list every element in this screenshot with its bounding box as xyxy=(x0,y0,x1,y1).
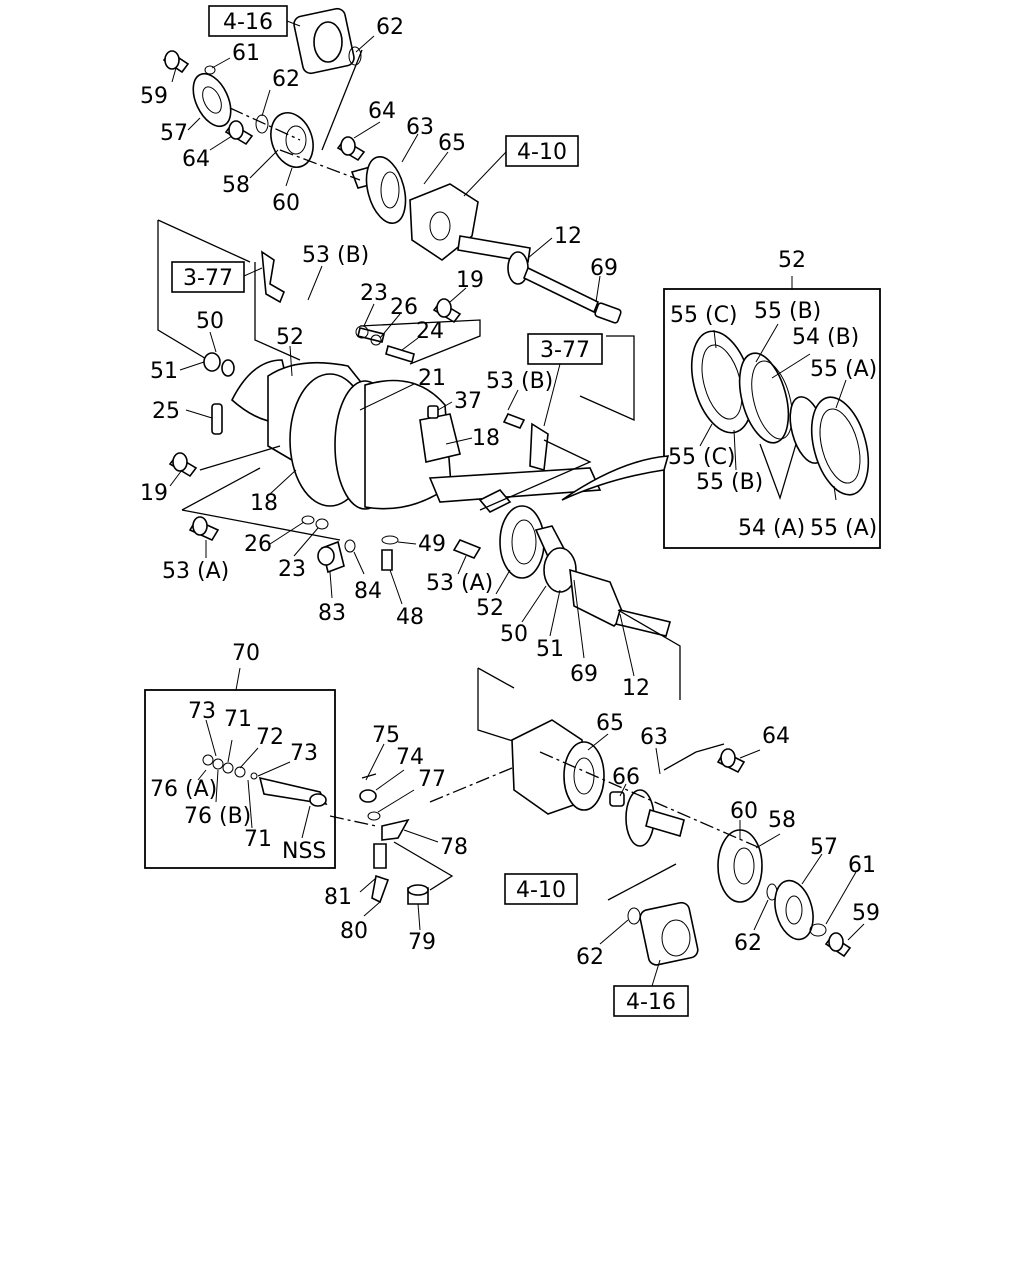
callout-label: 12 xyxy=(622,676,650,701)
callout-label: 59 xyxy=(852,901,880,926)
callout-label: 51 xyxy=(150,359,178,384)
callout-label: 50 xyxy=(500,622,528,647)
callout-label: 60 xyxy=(730,799,758,824)
callout-label: 81 xyxy=(324,885,352,910)
callout-label: 18 xyxy=(472,426,500,451)
callout-label: 51 xyxy=(536,637,564,662)
callout-label: 55 (B) xyxy=(696,470,763,495)
callout-label: 73 xyxy=(290,741,318,766)
reference-labels: 4-16 4-10 3-77 3-77 4-10 4-16 xyxy=(183,10,676,1015)
callout-label: 26 xyxy=(390,295,418,320)
callout-label: 78 xyxy=(440,835,468,860)
callout-label: 62 xyxy=(734,931,762,956)
callout-label: 64 xyxy=(762,724,790,749)
callout-label: 64 xyxy=(182,147,210,172)
callout-label: 74 xyxy=(396,745,424,770)
callout-label: 69 xyxy=(590,256,618,281)
callout-label: 58 xyxy=(768,808,796,833)
callout-label: 62 xyxy=(272,67,300,92)
callout-label: 12 xyxy=(554,224,582,249)
callout-label: 57 xyxy=(160,121,188,146)
callout-label: 63 xyxy=(640,725,668,750)
callout-label: 61 xyxy=(232,41,260,66)
callout-label: 58 xyxy=(222,173,250,198)
callout-label: 55 (C) xyxy=(670,303,738,328)
callout-label: 64 xyxy=(368,99,396,124)
callout-label: 24 xyxy=(416,319,444,344)
ref-label: 4-10 xyxy=(517,140,567,165)
axle-housing xyxy=(157,219,681,700)
leader-lines xyxy=(169,20,865,987)
callout-label: 71 xyxy=(244,827,272,852)
ref-label: 3-77 xyxy=(183,266,233,291)
ref-label: 4-10 xyxy=(516,878,566,903)
callout-label: 55 (C) xyxy=(668,445,736,470)
callout-label: 53 (B) xyxy=(302,243,369,268)
callout-label: 72 xyxy=(256,725,284,750)
callout-label: 50 xyxy=(196,309,224,334)
callout-label: 76 (A) xyxy=(150,777,217,802)
callout-label: 54 (B) xyxy=(792,325,859,350)
callout-label: 37 xyxy=(454,389,482,414)
callout-label: 53 (A) xyxy=(426,571,493,596)
top-hub-assembly xyxy=(162,7,622,324)
callout-label: 53 (A) xyxy=(162,559,229,584)
callout-label: NSS xyxy=(282,839,326,864)
callout-label: 26 xyxy=(244,532,272,557)
callout-label: 79 xyxy=(408,930,436,955)
callout-label: 71 xyxy=(224,707,252,732)
callout-label: 62 xyxy=(376,15,404,40)
callout-label: 55 (B) xyxy=(754,299,821,324)
ref-label: 3-77 xyxy=(540,338,590,363)
callout-label: 76 (B) xyxy=(184,804,251,829)
callout-label: 48 xyxy=(396,605,424,630)
callout-label: 55 (A) xyxy=(810,516,877,541)
callout-label: 18 xyxy=(250,491,278,516)
callout-label: 63 xyxy=(406,115,434,140)
callout-label: 53 (B) xyxy=(486,369,553,394)
callout-label: 77 xyxy=(418,767,446,792)
callout-label: 23 xyxy=(278,557,306,582)
tie-rod-kit-box xyxy=(144,689,336,869)
reference-boxes xyxy=(171,5,689,1017)
callout-label: 52 xyxy=(778,248,806,273)
callout-label: 73 xyxy=(188,699,216,724)
callout-label: 65 xyxy=(596,711,624,736)
lower-hub-assembly xyxy=(429,667,852,966)
callout-label: 52 xyxy=(276,325,304,350)
callout-label: 49 xyxy=(418,532,446,557)
callout-labels: 59 61 57 64 58 60 62 62 64 63 65 12 69 5… xyxy=(140,15,880,970)
callout-label: 19 xyxy=(456,268,484,293)
callout-label: 54 (A) xyxy=(738,516,805,541)
callout-label: 69 xyxy=(570,662,598,687)
callout-label: 23 xyxy=(360,281,388,306)
callout-label: 62 xyxy=(576,945,604,970)
callout-label: 55 (A) xyxy=(810,357,877,382)
callout-label: 84 xyxy=(354,579,382,604)
callout-label: 70 xyxy=(232,641,260,666)
ref-label: 4-16 xyxy=(223,10,273,35)
callout-label: 59 xyxy=(140,84,168,109)
callout-label: 25 xyxy=(152,399,180,424)
callout-label: 21 xyxy=(418,366,446,391)
callout-label: 66 xyxy=(612,765,640,790)
tie-rod-end-parts xyxy=(329,773,454,905)
callout-label: 19 xyxy=(140,481,168,506)
callout-label: 80 xyxy=(340,919,368,944)
ref-label: 4-16 xyxy=(626,990,676,1015)
callout-label: 61 xyxy=(848,853,876,878)
callout-label: 65 xyxy=(438,131,466,156)
callout-label: 75 xyxy=(372,723,400,748)
callout-label: 83 xyxy=(318,601,346,626)
callout-label: 57 xyxy=(810,835,838,860)
callout-label: 52 xyxy=(476,596,504,621)
callout-label: 60 xyxy=(272,191,300,216)
